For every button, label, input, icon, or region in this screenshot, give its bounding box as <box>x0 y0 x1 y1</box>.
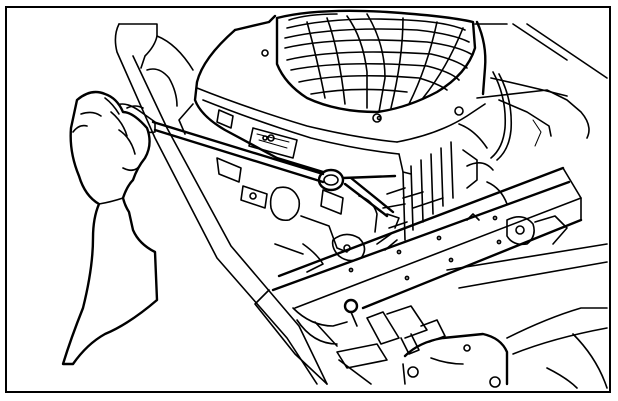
hand <box>61 90 159 366</box>
transmission-pump <box>336 305 608 389</box>
wiring <box>458 71 513 205</box>
engine-illustration <box>61 9 608 389</box>
frame-rail <box>271 166 583 310</box>
lower-chassis <box>254 289 359 385</box>
cylinder-fins <box>382 141 494 241</box>
engine-block <box>216 157 378 273</box>
right-bracket <box>446 215 608 289</box>
dipstick <box>317 168 400 229</box>
fan-grille <box>275 9 477 123</box>
chassis-top-right <box>474 23 608 147</box>
engine-shroud <box>193 14 487 180</box>
chassis-left-rails <box>114 23 328 385</box>
figure-frame <box>5 6 611 393</box>
